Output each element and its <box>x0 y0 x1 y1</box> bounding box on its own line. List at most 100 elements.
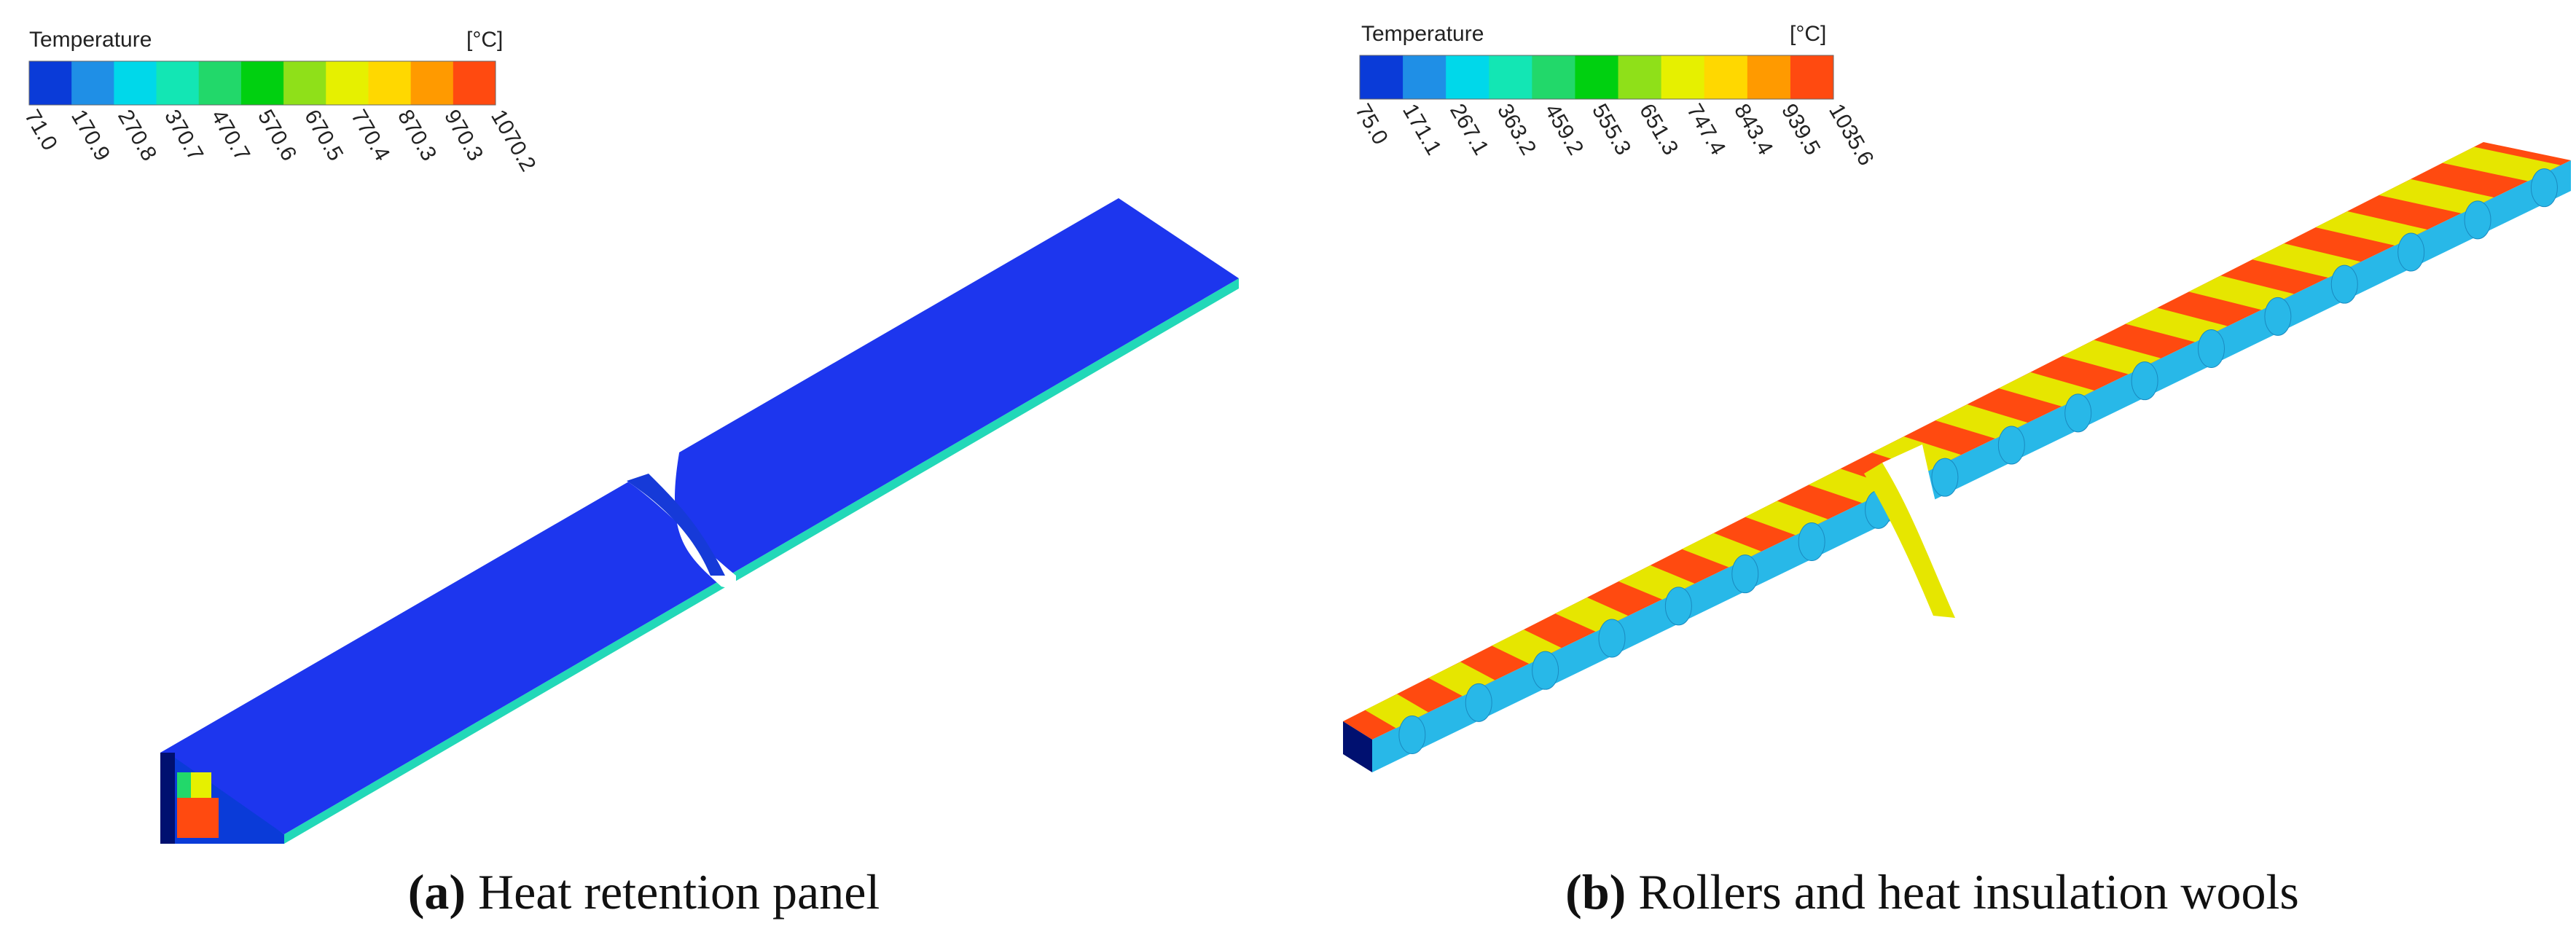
panel-a-corner-gradient-2 <box>191 772 211 798</box>
roller-end <box>2198 329 2225 368</box>
legend-tick-label: 75.0 <box>1350 100 1393 149</box>
colorbar-segment <box>1446 55 1489 99</box>
roller <box>2252 243 2361 278</box>
roller-end <box>2530 168 2558 208</box>
caption-a-text: Heat retention panel <box>477 864 880 920</box>
roller-end <box>2064 393 2092 433</box>
legend-b-title: Temperature <box>1361 22 1484 46</box>
roller-break-face <box>1864 463 1955 618</box>
caption-b: (b) Rollers and heat insulation wools <box>1288 863 2576 921</box>
legend-tick-label: 71.0 <box>20 106 62 154</box>
legend-tick-label: 267.1 <box>1445 100 1493 160</box>
colorbar-frame <box>28 60 496 106</box>
roller-end <box>1798 522 1825 561</box>
roller-end <box>1532 651 1559 690</box>
panel-a-top-surface <box>160 198 1239 834</box>
colorbar-segment <box>1532 55 1575 99</box>
roller-break-gap <box>1882 444 1981 619</box>
roller <box>2188 275 2294 310</box>
legend-tick-label: 270.8 <box>113 106 161 165</box>
legend-tick-label: 651.3 <box>1635 100 1683 160</box>
legend-tick-label: 470.7 <box>206 106 254 165</box>
legend-tick-label: 843.4 <box>1729 100 1777 160</box>
caption-a: (a) Heat retention panel <box>0 863 1288 921</box>
roller <box>2125 307 2228 342</box>
colorbar-segment <box>453 61 496 105</box>
legend-tick-label: 1070.2 <box>486 106 540 176</box>
legend-tick-label: 1035.6 <box>1824 100 1878 170</box>
legend-tick-label: 555.3 <box>1587 100 1635 160</box>
legend-tick-label: 747.4 <box>1682 100 1730 160</box>
legend-b-colorbar <box>1359 55 1834 100</box>
colorbar-frame <box>1359 55 1834 100</box>
colorbar-segment <box>240 61 284 105</box>
colorbar-segment <box>1575 55 1619 99</box>
colorbar-segment <box>326 61 369 105</box>
roller <box>2442 146 2561 181</box>
panel-a-corner-gradient <box>177 772 191 798</box>
roller-end <box>2397 232 2425 272</box>
roller-end <box>2464 200 2491 240</box>
roller-end <box>1465 683 1492 722</box>
roller <box>2379 179 2494 213</box>
legend-a-unit: [°C] <box>466 28 503 52</box>
colorbar-segment <box>1661 55 1705 99</box>
legend-tick-label: 459.2 <box>1540 100 1588 160</box>
panel-a-edge-strip <box>284 278 1239 844</box>
legend-a-title: Temperature <box>29 28 152 52</box>
roller-end <box>1997 426 2025 465</box>
colorbar-segment <box>71 61 114 105</box>
roller-end <box>2330 264 2358 304</box>
caption-a-label: (a) <box>407 864 466 920</box>
colorbar-segment <box>1790 55 1834 99</box>
colorbar-segment <box>29 61 72 105</box>
roller-end <box>1398 716 1426 754</box>
panel-a-break-gap <box>627 415 736 590</box>
legend-a-colorbar <box>28 60 496 106</box>
colorbar-segment <box>114 61 157 105</box>
colorbar-segment <box>156 61 200 105</box>
roller-end <box>1731 554 1759 594</box>
rollers-and-wools-model <box>1343 142 2571 772</box>
colorbar-segment <box>1489 55 1532 99</box>
roller-end <box>1664 587 1692 626</box>
panel-a-hot-corner <box>177 798 219 838</box>
legend-tick-label: 670.5 <box>300 106 348 165</box>
legend-tick-label: 370.7 <box>160 106 208 165</box>
roller-end <box>2264 297 2292 336</box>
colorbar-segment <box>1403 55 1446 99</box>
roller <box>2315 211 2427 246</box>
roller-end <box>1931 458 1959 497</box>
colorbar-segment <box>368 61 412 105</box>
legend-tick-label: 570.6 <box>253 106 301 165</box>
roller-end <box>1598 619 1626 658</box>
roller <box>2062 340 2161 375</box>
colorbar-segment <box>1618 55 1662 99</box>
legend-tick-label: 170.9 <box>66 106 114 165</box>
caption-b-label: (b) <box>1565 864 1626 920</box>
colorbar-segment <box>410 61 454 105</box>
roller-end-face <box>1343 721 1372 772</box>
colorbar-segment <box>283 61 326 105</box>
legend-tick-label: 939.5 <box>1777 100 1825 160</box>
heat-retention-panel-model <box>160 198 1239 844</box>
legend-b-unit: [°C] <box>1790 22 1826 46</box>
caption-b-text: Rollers and heat insulation wools <box>1638 864 2299 920</box>
roller-end <box>2131 361 2158 401</box>
legend-tick-label: 870.3 <box>393 106 441 165</box>
legend-tick-label: 171.1 <box>1398 100 1446 160</box>
colorbar-segment <box>1360 55 1404 99</box>
colorbar-segment <box>1747 55 1791 99</box>
panel-a-end-face <box>160 753 175 844</box>
colorbar-segment <box>198 61 242 105</box>
legend-tick-label: 770.4 <box>346 106 394 165</box>
panel-a-break-shade <box>627 474 725 576</box>
